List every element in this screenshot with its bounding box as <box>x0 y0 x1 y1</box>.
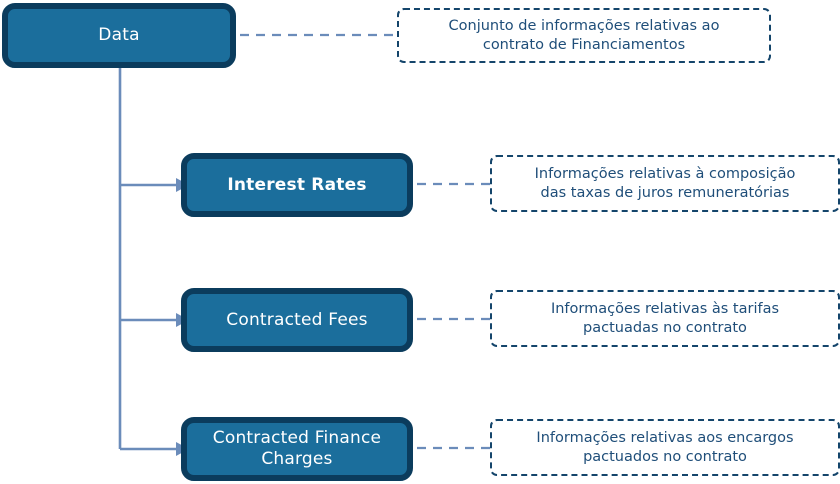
note-contracted-finance-charges: Informações relativas aos encargos pactu… <box>490 419 840 476</box>
note-data-text: Conjunto de informações relativas ao con… <box>448 17 720 53</box>
note-data: Conjunto de informações relativas ao con… <box>397 8 771 63</box>
note-contracted-fees-text: Informações relativas às tarifas pactuad… <box>550 300 780 336</box>
node-data-label: Data <box>98 25 140 46</box>
node-contracted-fees-label: Contracted Fees <box>226 309 368 330</box>
note-interest-rates: Informações relativas à composição das t… <box>490 155 840 212</box>
node-contracted-finance-charges-label: Contracted Finance Charges <box>212 428 382 469</box>
note-contracted-fees: Informações relativas às tarifas pactuad… <box>490 290 840 347</box>
node-interest-rates-label: Interest Rates <box>227 174 367 195</box>
node-contracted-finance-charges[interactable]: Contracted Finance Charges <box>181 417 413 481</box>
note-interest-rates-text: Informações relativas à composição das t… <box>534 165 796 201</box>
node-interest-rates[interactable]: Interest Rates <box>181 153 413 217</box>
note-contracted-finance-charges-text: Informações relativas aos encargos pactu… <box>536 429 794 465</box>
node-data[interactable]: Data <box>2 3 236 68</box>
node-contracted-fees[interactable]: Contracted Fees <box>181 288 413 352</box>
